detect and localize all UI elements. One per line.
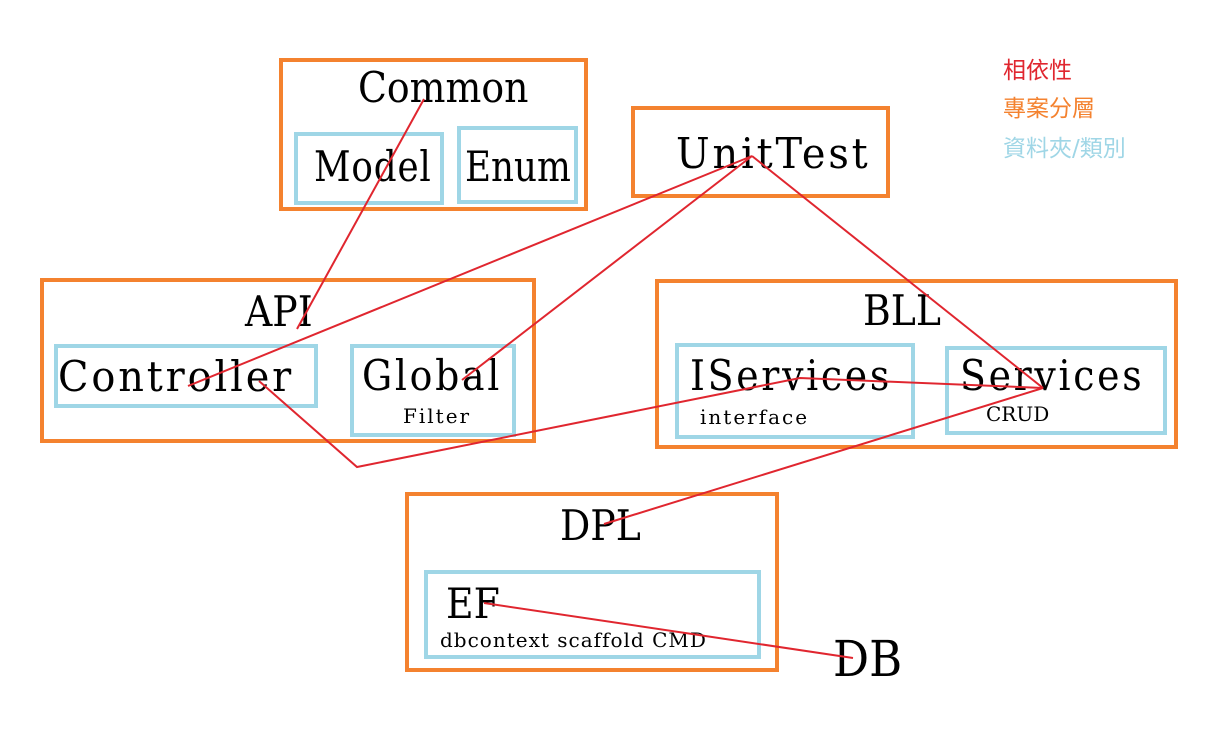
global-folder-label: Global [362, 351, 503, 400]
legend-folder-class: 資料夾/類別 [1003, 136, 1126, 162]
ef-folder-sublabel: dbcontext scaffold CMD [440, 628, 707, 652]
controller-folder-label: Controller [58, 352, 295, 401]
legend-dependency: 相依性 [1003, 58, 1072, 84]
iservices-folder-sublabel: interface [700, 405, 810, 429]
dpl-layer-title: DPL [560, 501, 641, 550]
global-folder-sublabel: Filter [403, 404, 472, 428]
enum-folder-label: Enum [465, 142, 571, 191]
ef-folder-label: EF [446, 579, 500, 628]
common-layer-title: Common [358, 63, 529, 112]
services-folder-sublabel: CRUD [986, 402, 1050, 426]
legend-project-layer: 專案分層 [1003, 96, 1095, 122]
services-folder-label: Services [960, 351, 1145, 400]
model-folder-label: Model [314, 142, 432, 191]
unittest-layer-title: UnitTest [676, 129, 871, 178]
db-label: DB [833, 630, 903, 688]
dpl-layer-box [405, 492, 779, 672]
bll-layer-title: BLL [863, 286, 941, 335]
api-layer-title: API [245, 287, 313, 336]
iservices-folder-label: IServices [690, 351, 892, 400]
